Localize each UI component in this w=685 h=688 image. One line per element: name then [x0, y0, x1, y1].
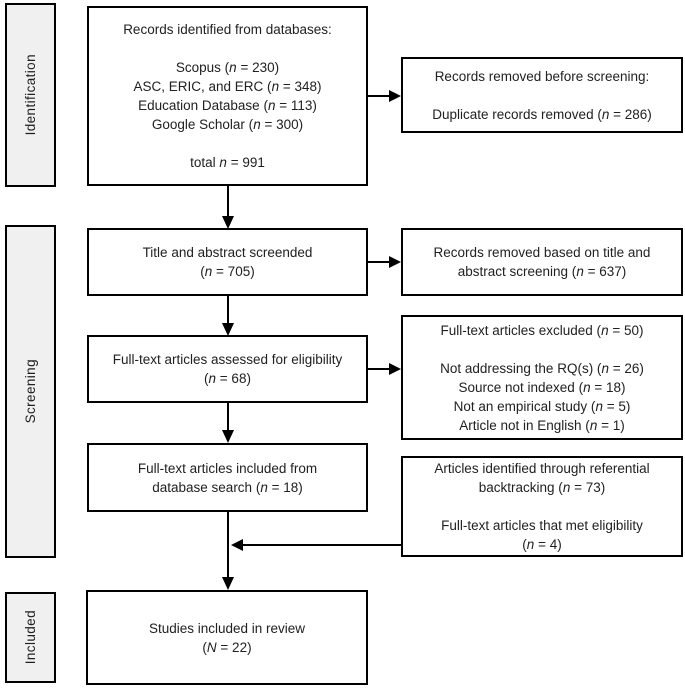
arrow-assessed-to-included [222, 403, 234, 443]
stage-identification: Identification [5, 3, 56, 187]
stage-included: Included [5, 592, 56, 683]
stage-identification-label: Identification [23, 54, 38, 136]
box-title-abstract-screened: Title and abstract screended(n = 705) [87, 228, 368, 296]
box-fulltext-assessed-text: Full-text articles assessed for eligibil… [112, 352, 343, 386]
box-removed-before-screening-text: Records removed before screening:Duplica… [432, 68, 652, 122]
box-fulltext-excluded: Full-text articles excluded (n = 50)Not … [401, 315, 683, 440]
box-removed-before-screening: Records removed before screening:Duplica… [401, 57, 683, 133]
stage-screening: Screening [5, 225, 56, 558]
arrow-included-to-review [222, 512, 234, 590]
box-records-identified: Records identified from databases:Scopus… [87, 6, 368, 186]
arrow-backtracking-to-flow [231, 539, 401, 551]
arrow-assessed-to-excluded [368, 363, 401, 375]
box-fulltext-assessed: Full-text articles assessed for eligibil… [87, 335, 368, 403]
box-studies-included-in-review: Studies included in review(N = 22) [86, 590, 368, 685]
box-fulltext-excluded-text: Full-text articles excluded (n = 50)Not … [440, 322, 644, 433]
box-studies-included-in-review-text: Studies included in review(N = 22) [148, 620, 306, 655]
box-records-identified-text: Records identified from databases:Scopus… [123, 22, 332, 170]
box-title-abstract-screened-text: Title and abstract screended(n = 705) [142, 245, 313, 279]
arrow-screened-to-removed [368, 256, 401, 268]
stage-included-label: Included [23, 610, 38, 665]
arrow-screened-to-assessed [222, 296, 234, 336]
arrow-records-to-screened [222, 186, 234, 229]
arrow-records-to-duplicates [368, 90, 401, 102]
stage-screening-label: Screening [23, 359, 38, 424]
